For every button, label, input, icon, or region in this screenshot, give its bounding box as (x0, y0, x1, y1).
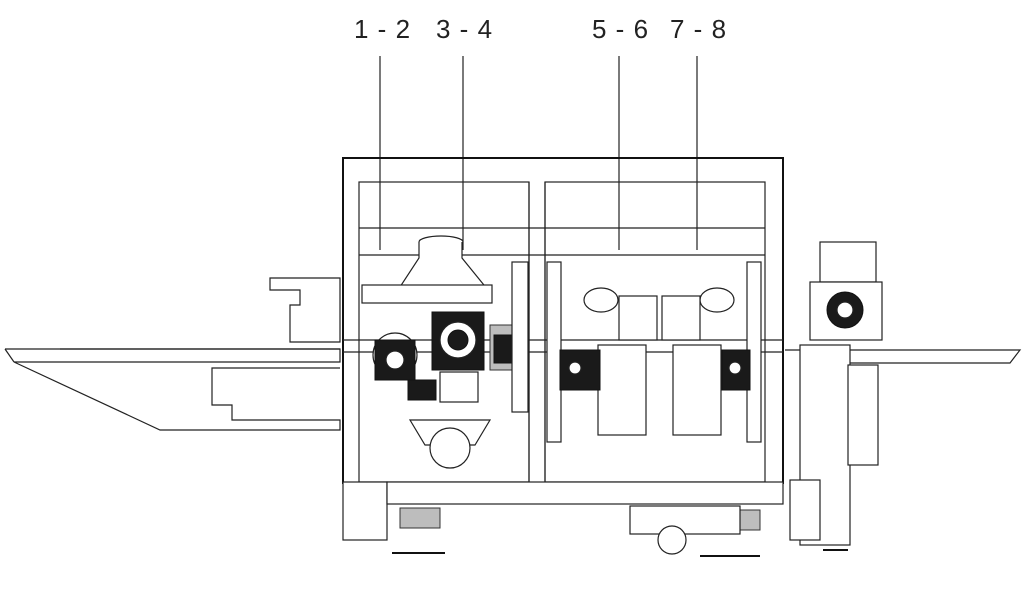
callout-label-1-2: 1 - 2 (354, 14, 412, 44)
callout-label-5-6: 5 - 6 (592, 14, 650, 44)
callout-label-3-4: 3 - 4 (436, 14, 494, 44)
spindle-group-1-4 (361, 261, 529, 469)
machine-base (342, 481, 848, 557)
drive-motor (809, 241, 883, 341)
callout-label-7-8: 7 - 8 (670, 14, 728, 44)
leader-lines (379, 56, 698, 250)
infeed-table (4, 277, 341, 431)
spindle-group-5-8 (546, 261, 762, 443)
outfeed-table (785, 344, 1022, 546)
exhaust-hood (396, 235, 490, 291)
